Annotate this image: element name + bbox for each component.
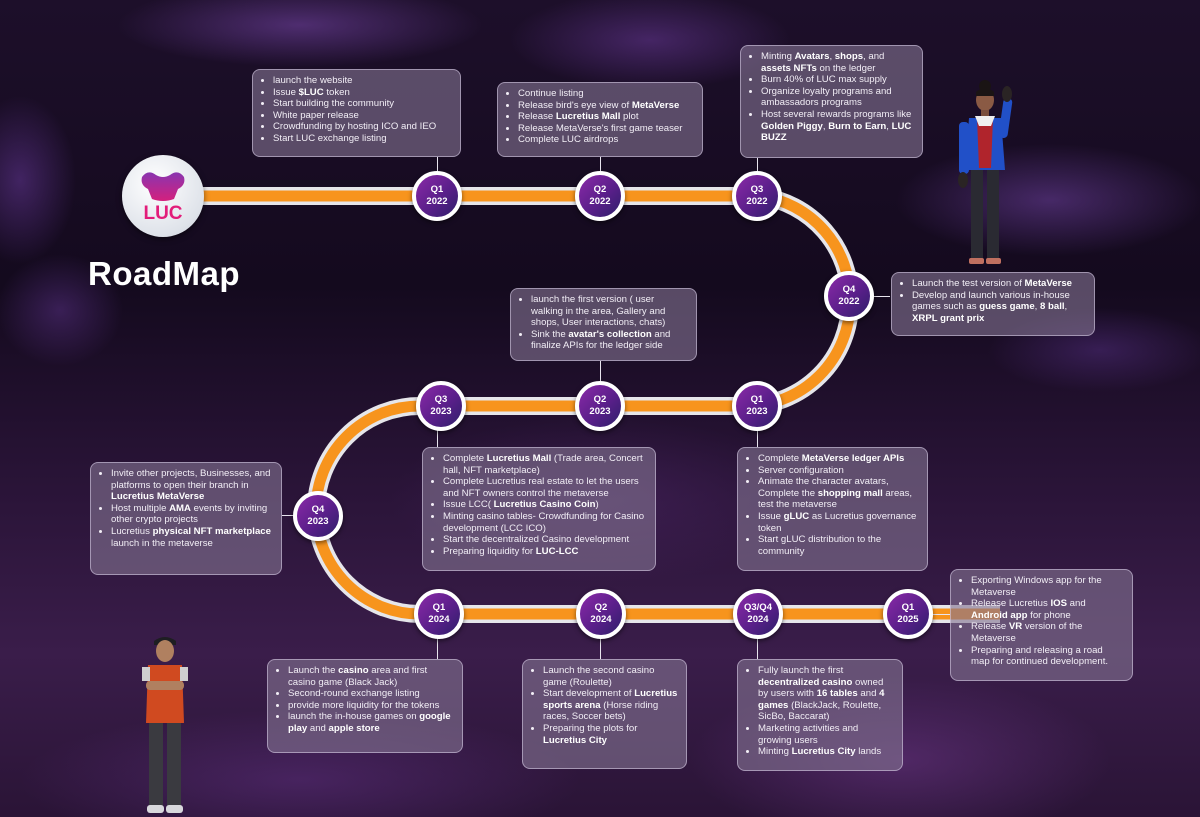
milestone-item: Complete Lucretius real estate to let th… [443,476,647,499]
milestone-list: Launch the casino area and first casino … [274,665,454,735]
milestone-card-q1-2023: Complete MetaVerse ledger APIsServer con… [737,447,928,571]
milestone-item: Sink the avatar's collection and finaliz… [531,329,688,352]
milestone-item: Continue listing [518,88,694,100]
milestone-item: Preparing liquidity for LUC-LCC [443,546,647,558]
milestone-item: Minting casino tables- Crowdfunding for … [443,511,647,534]
milestone-item: Launch the test version of MetaVerse [912,278,1086,290]
milestone-item: launch the in-house games on google play… [288,711,454,734]
milestone-item: Start gLUC distribution to the community [758,534,919,557]
milestone-item: Start development of Lucretius sports ar… [543,688,678,723]
milestone-item: Complete LUC airdrops [518,134,694,146]
milestone-item: Lucretius physical NFT marketplace launc… [111,526,273,549]
milestone-item: Launch the casino area and first casino … [288,665,454,688]
milestone-item: Release bird's eye view of MetaVerse [518,100,694,112]
milestone-card-q1-2022: launch the websiteIssue $LUC tokenStart … [252,69,461,157]
milestone-item: Second-round exchange listing [288,688,454,700]
milestone-list: Fully launch the first decentralized cas… [744,665,894,758]
milestone-item: Complete MetaVerse ledger APIs [758,453,919,465]
milestone-card-q4-2022: Launch the test version of MetaVerseDeve… [891,272,1095,336]
milestone-item: Animate the character avatars, Complete … [758,476,919,511]
milestone-item: Minting Lucretius City lands [758,746,894,758]
milestone-item: Marketing activities and growing users [758,723,894,746]
milestone-item: Start building the community [273,98,452,110]
milestone-card-q3-2022: Minting Avatars, shops, and assets NFTs … [740,45,923,158]
milestone-list: launch the first version ( user walking … [517,294,688,352]
milestone-item: White paper release [273,110,452,122]
milestone-item: Release Lucretius IOS and Android app fo… [971,598,1124,621]
milestone-item: Preparing the plots for Lucretius City [543,723,678,746]
milestone-item: Issue LCC( Lucretius Casino Coin) [443,499,647,511]
milestone-item: Burn 40% of LUC max supply [761,74,914,86]
milestone-item: Server configuration [758,465,919,477]
male-avatar-arms-crossed-icon [142,637,188,813]
milestone-item: Launch the second casino game (Roulette) [543,665,678,688]
milestone-card-q2-2022: Continue listingRelease bird's eye view … [497,82,703,157]
milestone-card-q3q4-2024: Fully launch the first decentralized cas… [737,659,903,771]
svg-text:LUC: LUC [143,203,182,224]
milestone-item: Release Lucretius Mall plot [518,111,694,123]
page-title: RoadMap [88,255,240,292]
milestone-list: launch the websiteIssue $LUC tokenStart … [259,75,452,145]
milestone-item: provide more liquidity for the tokens [288,700,454,712]
milestone-item: Organize loyalty programs and ambassador… [761,86,914,109]
female-avatar-waving-icon [958,80,1013,264]
milestone-item: Minting Avatars, shops, and assets NFTs … [761,51,914,74]
milestone-item: Host several rewards programs like Golde… [761,109,914,144]
milestone-item: Host multiple AMA events by inviting oth… [111,503,273,526]
luc-logo: LUC [122,155,204,237]
milestone-list: Continue listingRelease bird's eye view … [504,88,694,146]
milestone-item: Develop and launch various in-house game… [912,290,1086,325]
milestone-list: Launch the test version of MetaVerseDeve… [898,278,1086,324]
milestone-card-q2-2023: launch the first version ( user walking … [510,288,697,361]
milestone-list: Complete Lucretius Mall (Trade area, Con… [429,453,647,557]
luc-logo-icon: LUC [141,172,185,224]
milestone-card-q3-2023: Complete Lucretius Mall (Trade area, Con… [422,447,656,571]
milestone-card-q2-2024: Launch the second casino game (Roulette)… [522,659,687,769]
milestone-item: Fully launch the first decentralized cas… [758,665,894,723]
milestone-item: Release VR version of the Metaverse [971,621,1124,644]
milestone-item: Issue $LUC token [273,87,452,99]
milestone-item: Complete Lucretius Mall (Trade area, Con… [443,453,647,476]
milestone-item: Start LUC exchange listing [273,133,452,145]
milestone-list: Launch the second casino game (Roulette)… [529,665,678,746]
milestone-item: Crowdfunding by hosting ICO and IEO [273,121,452,133]
milestone-item: Release MetaVerse's first game teaser [518,123,694,135]
milestone-list: Exporting Windows app for the MetaverseR… [957,575,1124,668]
milestone-item: Invite other projects, Businesses, and p… [111,468,273,503]
milestone-list: Minting Avatars, shops, and assets NFTs … [747,51,914,144]
milestone-card-q4-2023: Invite other projects, Businesses, and p… [90,462,282,575]
milestone-list: Complete MetaVerse ledger APIsServer con… [744,453,919,557]
milestone-item: launch the first version ( user walking … [531,294,688,329]
milestone-item: Issue gLUC as Lucretius governance token [758,511,919,534]
milestone-card-q1-2024: Launch the casino area and first casino … [267,659,463,753]
milestone-item: Start the decentralized Casino developme… [443,534,647,546]
milestone-item: launch the website [273,75,452,87]
milestone-item: Preparing and releasing a road map for c… [971,645,1124,668]
milestone-card-q1-2025: Exporting Windows app for the MetaverseR… [950,569,1133,681]
milestone-list: Invite other projects, Businesses, and p… [97,468,273,549]
milestone-item: Exporting Windows app for the Metaverse [971,575,1124,598]
